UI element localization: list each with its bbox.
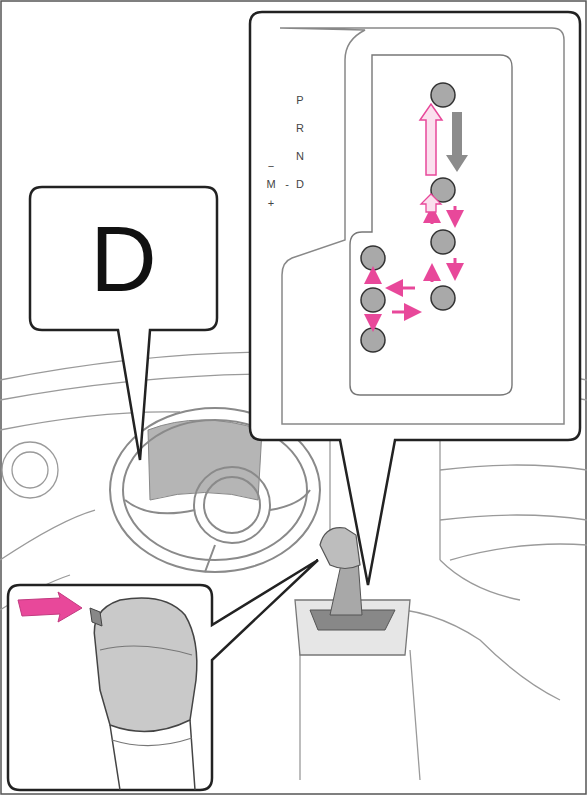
shift-position-label: - xyxy=(285,179,289,190)
push-arrow xyxy=(18,592,82,622)
shift-position-label: M xyxy=(266,179,275,190)
callout-outline xyxy=(250,12,580,585)
inset-outline xyxy=(8,560,318,790)
gate-positions xyxy=(361,83,455,352)
callout-outline xyxy=(30,187,217,460)
gear-indicator: D xyxy=(90,213,156,305)
shift-position-label: + xyxy=(268,198,274,209)
shift-position-label: D xyxy=(296,179,304,190)
callout-box: D xyxy=(32,190,215,328)
shift-position-label: R xyxy=(296,123,304,134)
shift-position-label: N xyxy=(296,151,304,162)
shift-position-label: − xyxy=(268,161,274,172)
shift-position-label: P xyxy=(296,95,303,106)
